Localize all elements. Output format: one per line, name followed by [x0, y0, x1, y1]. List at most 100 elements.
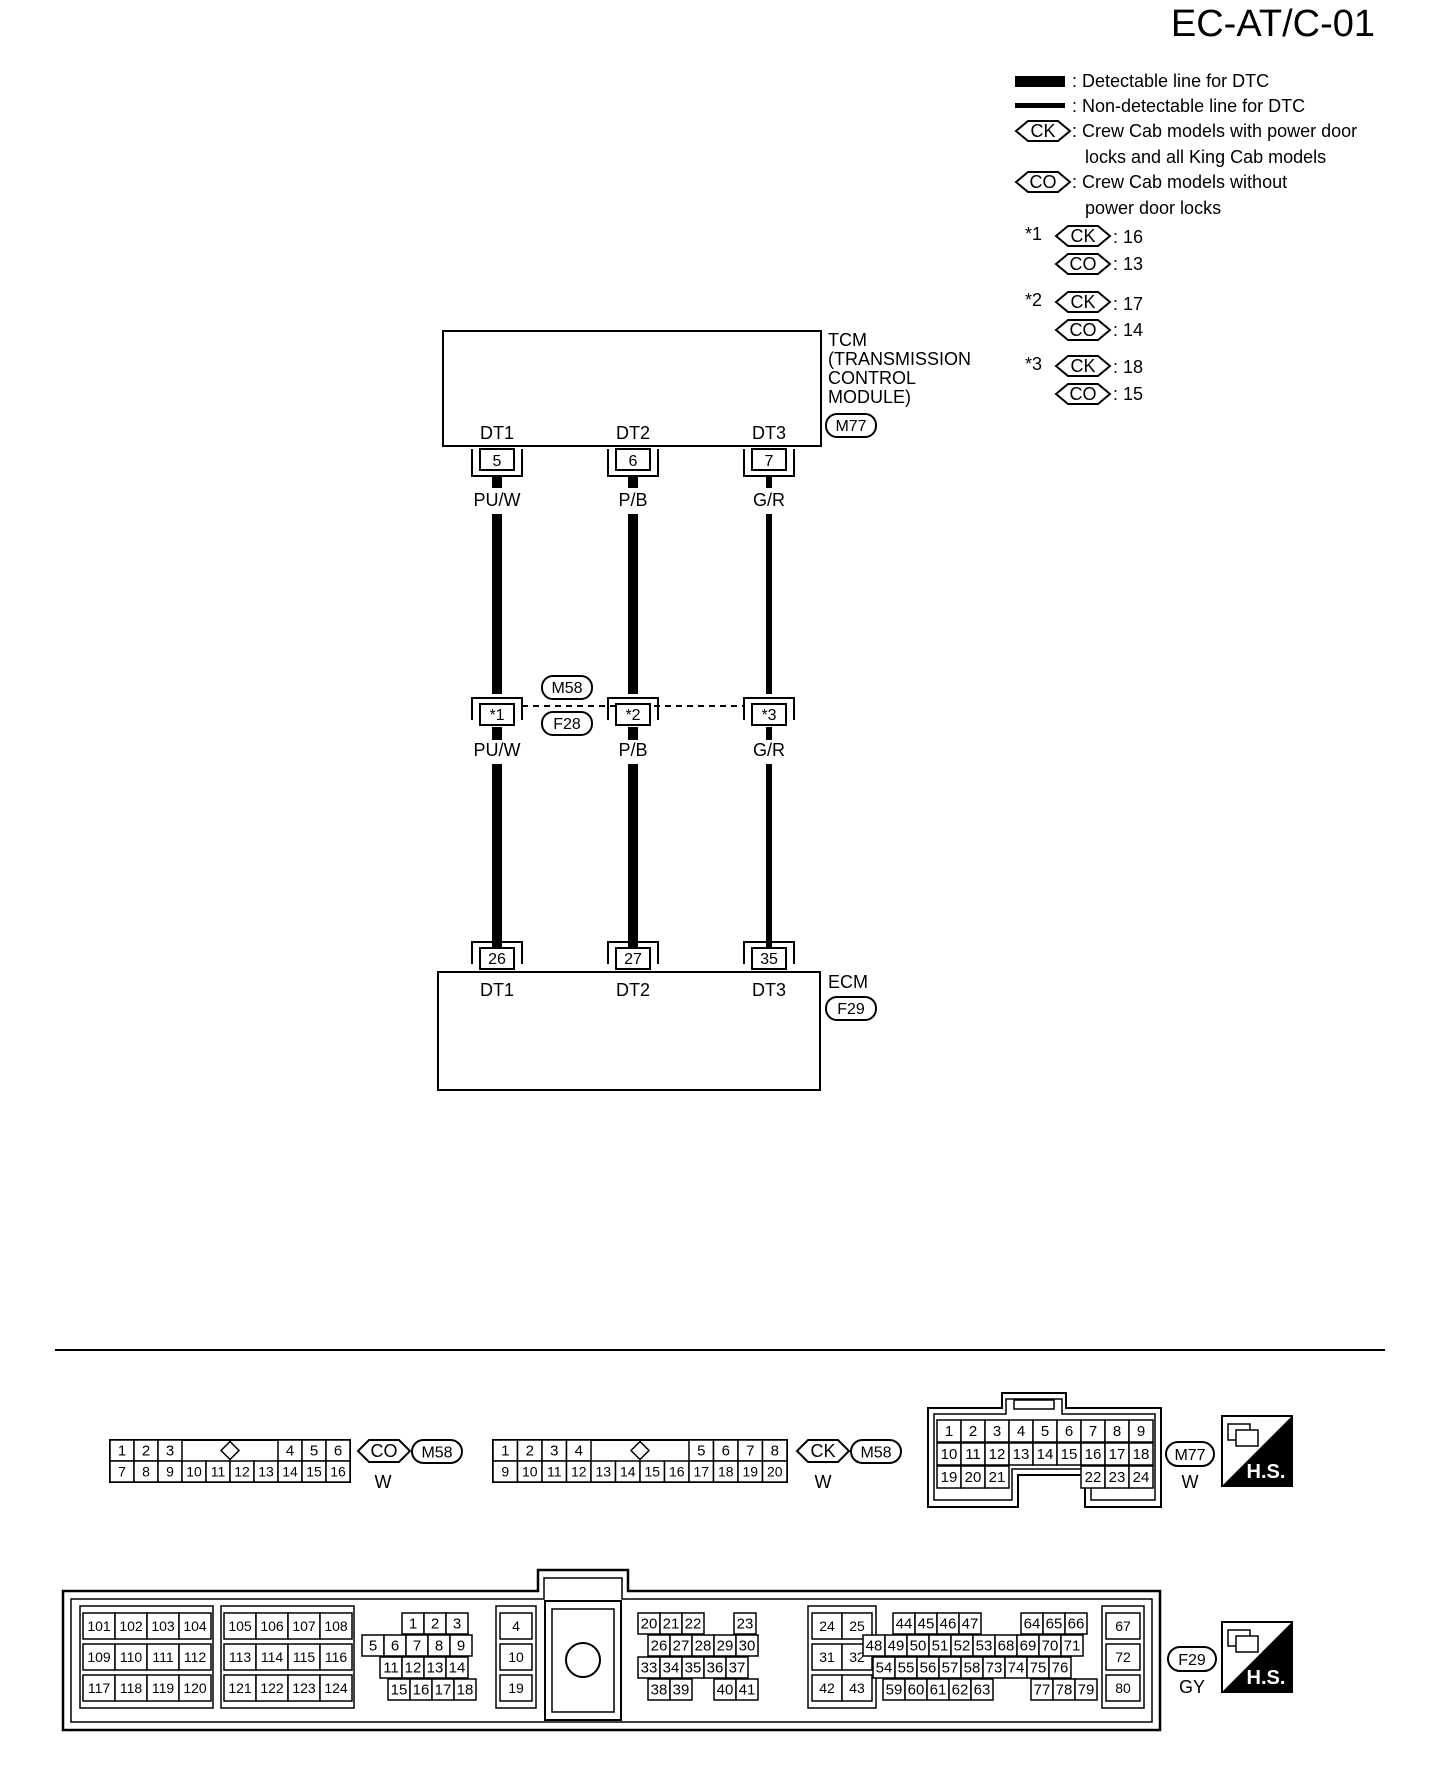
joint-pin-number-2: *2 — [625, 707, 640, 724]
ecm-pin-name-dt3: DT3 — [752, 980, 786, 1000]
cavity-number: 27 — [673, 1638, 690, 1655]
cavity-number: 14 — [282, 1464, 298, 1480]
note-2-mark: *2 — [1025, 290, 1042, 310]
cavity-3 — [445, 1612, 469, 1635]
cavity-109 — [82, 1643, 116, 1671]
note-2-co-code: CO — [1070, 320, 1097, 340]
cavity-number: 2 — [431, 1616, 439, 1633]
cavity-63 — [970, 1678, 994, 1701]
cavity-number: 116 — [325, 1649, 348, 1665]
ecm-box — [437, 971, 821, 1091]
note-1-co-code: CO — [1070, 254, 1097, 274]
ck-badge-shape — [1014, 120, 1072, 142]
tcm-pin-name-dt1: DT1 — [480, 423, 514, 443]
cavity-number: 8 — [142, 1464, 150, 1480]
cavity-number: 21 — [989, 1469, 1006, 1486]
joint-pin-box-1 — [479, 703, 515, 726]
cavity-number: 37 — [729, 1660, 746, 1677]
joint-pin-bracket-2 — [607, 697, 659, 720]
cavity-number: 124 — [324, 1680, 348, 1696]
page-title: EC-AT/C-01 — [1171, 3, 1375, 45]
cavity-number: 2 — [526, 1443, 534, 1460]
cavity-20 — [761, 1460, 788, 1483]
tcm-label-line-3: CONTROL — [828, 368, 916, 388]
joint-connector-badge-f28 — [541, 711, 593, 736]
note-3-mark: *3 — [1025, 354, 1042, 374]
cavity-104 — [178, 1612, 212, 1640]
cavity-number: 49 — [888, 1638, 905, 1655]
cavity-number: 8 — [771, 1443, 779, 1460]
cavity-number: 1 — [945, 1423, 953, 1440]
wire-puw-stub-top — [492, 476, 502, 488]
joint-connector-id-m58: M58 — [551, 680, 582, 697]
cavity-31 — [811, 1643, 843, 1671]
cavity-number: 70 — [1042, 1638, 1059, 1655]
cavity-number: 119 — [152, 1680, 175, 1696]
wire-color-puw-lower: PU/W — [474, 740, 521, 760]
ecm-connector-id: F29 — [837, 1001, 865, 1018]
tcm-pin-number-6: 6 — [629, 453, 638, 470]
cavity-number: 10 — [522, 1464, 538, 1480]
connector-color: W — [1182, 1472, 1199, 1492]
wire-gr-lower — [766, 764, 772, 950]
wire-color-puw-upper: PU/W — [474, 490, 521, 510]
ecm-label: ECM — [828, 972, 868, 992]
cavity-number: 3 — [993, 1423, 1001, 1440]
connector-housing-inner — [70, 1577, 1153, 1723]
cavity-number: 10 — [941, 1446, 958, 1463]
cavity-number: 20 — [965, 1469, 982, 1486]
cavity-number: 2 — [142, 1443, 150, 1460]
cavity-106 — [255, 1612, 289, 1640]
cavity-number: 48 — [866, 1638, 883, 1655]
cavity-number: 104 — [183, 1618, 207, 1634]
cavity-number: 6 — [1065, 1423, 1073, 1440]
connector-id: M77 — [1174, 1447, 1205, 1464]
cavity-number: 12 — [234, 1464, 250, 1480]
center-bolt-icon — [565, 1642, 601, 1678]
cavity-number: 19 — [508, 1680, 524, 1696]
cavity-23 — [733, 1612, 757, 1635]
ecm-pin-bracket-35 — [743, 941, 795, 964]
ecm-module: 26 27 35 DT1 DT2 DT3 ECM F29 — [437, 941, 877, 1091]
cavity-number: 58 — [964, 1660, 981, 1677]
cavity-67 — [1105, 1612, 1141, 1640]
cavity-number: 28 — [695, 1638, 712, 1655]
cavity-number: 4 — [1017, 1423, 1025, 1440]
note-2-co-badge — [1054, 319, 1112, 341]
cavity-number: 11 — [211, 1464, 226, 1480]
cavity-number: 22 — [1085, 1469, 1102, 1486]
cavity-number: 108 — [324, 1618, 348, 1634]
cavity-number: 79 — [1078, 1682, 1095, 1699]
ecm-pin-number-27: 27 — [624, 951, 642, 968]
cavity-number: 13 — [427, 1660, 444, 1677]
variant-code: CK — [810, 1441, 835, 1461]
cavity-number: 36 — [707, 1660, 724, 1677]
note-2-ck-badge — [1054, 291, 1112, 313]
harness-side-triangle — [1222, 1622, 1292, 1692]
cavity-number: 117 — [88, 1680, 111, 1696]
cavity-number: 73 — [986, 1660, 1003, 1677]
cavity-number: 18 — [1133, 1446, 1150, 1463]
cavity-number: 5 — [310, 1443, 318, 1460]
cavity-number: 109 — [87, 1649, 111, 1665]
tcm-label-line-1: TCM — [828, 330, 867, 350]
cavity-9 — [449, 1634, 473, 1657]
harness-side-label: H.S. — [1247, 1667, 1286, 1689]
cavity-number: 65 — [1046, 1616, 1063, 1633]
cavity-number: 7 — [118, 1464, 126, 1480]
note-1-co-value: : 13 — [1113, 254, 1143, 274]
cavity-number: 77 — [1034, 1682, 1051, 1699]
cavity-number: 101 — [87, 1618, 111, 1634]
cavity-number: 22 — [685, 1616, 702, 1633]
cavity-41 — [735, 1678, 759, 1701]
ecm-pin-name-dt2: DT2 — [616, 980, 650, 1000]
cavity-108 — [319, 1612, 353, 1640]
note-2-ck-value: : 17 — [1113, 294, 1143, 314]
cavity-number: 105 — [228, 1618, 252, 1634]
note-1-ck-badge — [1054, 225, 1112, 247]
cavity-number: 39 — [673, 1682, 690, 1699]
legend: : Detectable line for DTC : Non-detectab… — [1014, 71, 1357, 405]
cavity-number: 33 — [641, 1660, 658, 1677]
